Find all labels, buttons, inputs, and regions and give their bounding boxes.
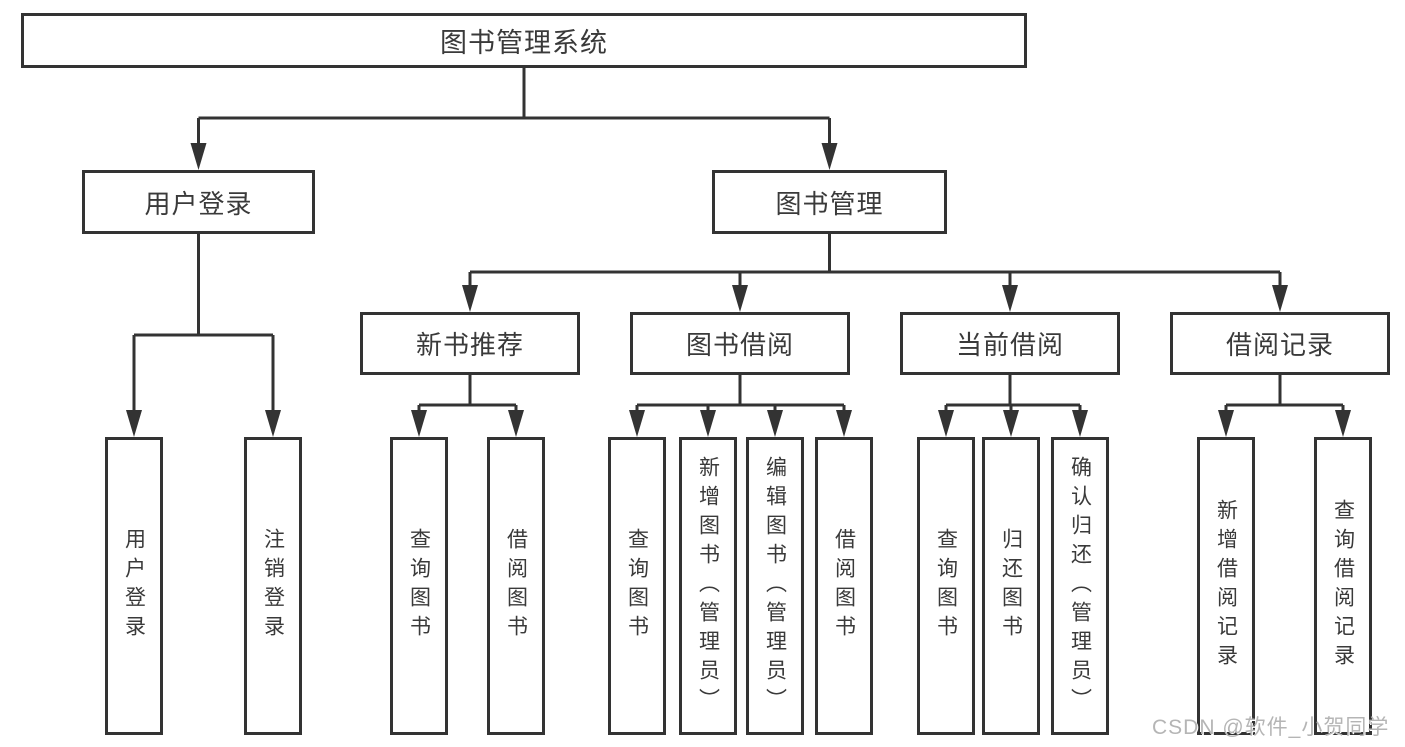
node-leaf-confirm-return-admin: 确认归还（管理员） [1051,437,1109,735]
leaf-label: 查询图书 [625,528,649,644]
node-leaf-user-login: 用户登录 [105,437,163,735]
node-root-label: 图书管理系统 [440,28,608,58]
node-leaf-add-books-admin: 新增图书（管理员） [679,437,737,735]
node-new-book-recommend-label: 新书推荐 [415,330,524,360]
node-borrow-record: 借阅记录 [1170,312,1390,375]
leaf-label: 查询借阅记录 [1331,499,1355,673]
node-leaf-borrow-books-2: 借阅图书 [815,437,873,735]
node-leaf-return-books: 归还图书 [982,437,1040,735]
leaf-label: 查询图书 [407,528,431,644]
node-book-borrow-label: 图书借阅 [685,330,794,360]
leaf-label: 查询图书 [934,528,958,644]
node-leaf-query-books-3: 查询图书 [917,437,975,735]
node-leaf-logout: 注销登录 [244,437,302,735]
leaf-label: 确认归还（管理员） [1068,455,1092,717]
leaf-label: 新增借阅记录 [1214,499,1238,673]
leaf-label: 新增图书（管理员） [696,455,720,717]
node-root: 图书管理系统 [21,13,1027,68]
node-leaf-borrow-books-1: 借阅图书 [487,437,545,735]
node-leaf-query-borrow-record: 查询借阅记录 [1314,437,1372,735]
node-user-login: 用户登录 [82,170,315,234]
node-leaf-add-borrow-record: 新增借阅记录 [1197,437,1255,735]
node-leaf-edit-books-admin: 编辑图书（管理员） [746,437,804,735]
leaf-label: 借阅图书 [832,528,856,644]
node-book-management-label: 图书管理 [775,188,884,219]
node-current-borrow: 当前借阅 [900,312,1120,375]
node-borrow-record-label: 借阅记录 [1225,330,1334,360]
node-leaf-query-books-1: 查询图书 [390,437,448,735]
node-book-borrow: 图书借阅 [630,312,850,375]
leaf-label: 用户登录 [122,528,146,644]
node-leaf-query-books-2: 查询图书 [608,437,666,735]
node-new-book-recommend: 新书推荐 [360,312,580,375]
node-book-management: 图书管理 [712,170,947,234]
node-user-login-label: 用户登录 [144,188,253,219]
node-current-borrow-label: 当前借阅 [955,330,1064,360]
csdn-watermark: CSDN @软件_小贺同学 [1152,716,1390,739]
leaf-label: 借阅图书 [504,528,528,644]
leaf-label: 编辑图书（管理员） [763,455,787,717]
leaf-label: 归还图书 [999,528,1023,644]
leaf-label: 注销登录 [261,528,285,644]
